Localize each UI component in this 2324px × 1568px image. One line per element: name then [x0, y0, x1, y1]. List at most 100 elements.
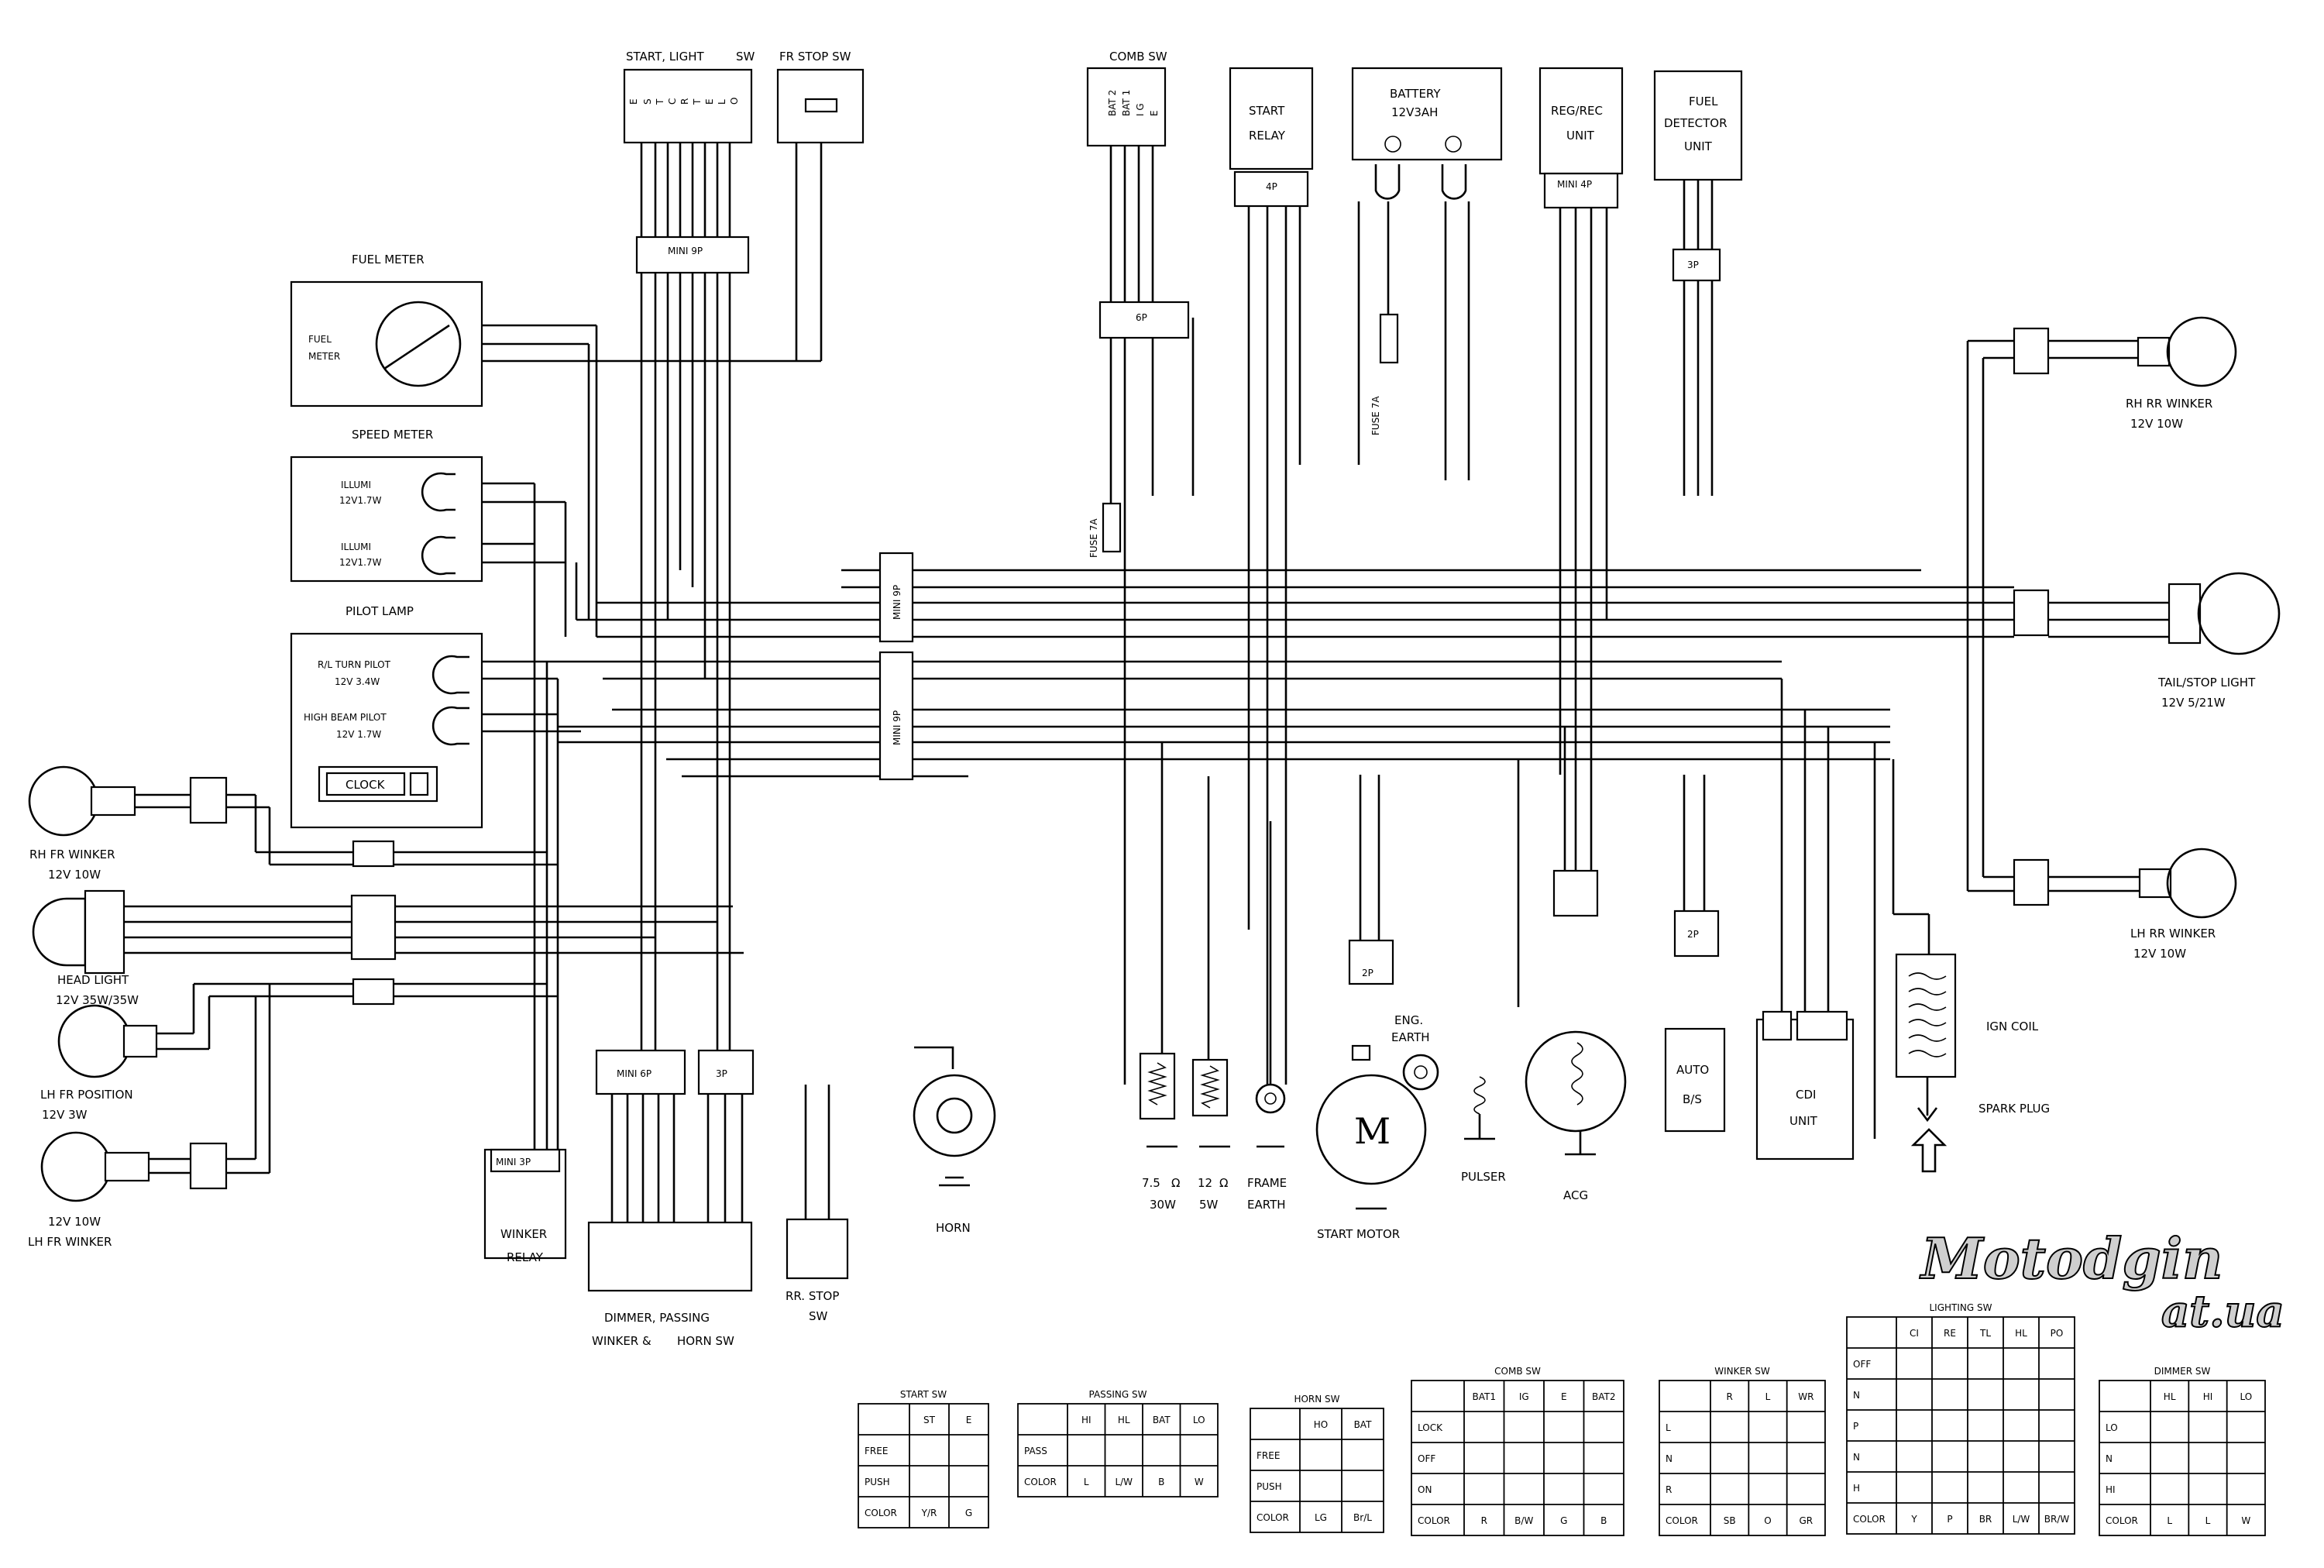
horn_sw-row-label: COLOR: [1257, 1512, 1289, 1523]
high-beam-spec: 12V 1.7W: [336, 729, 381, 740]
p3-connector: 3P: [716, 1068, 727, 1079]
svg-text:L: L: [717, 99, 727, 105]
comb_sw-color-cell: G: [1560, 1515, 1567, 1526]
svg-text:S: S: [642, 98, 653, 105]
fuel-det-label-3: UNIT: [1684, 139, 1713, 153]
horn_sw-title: HORN SW: [1294, 1394, 1339, 1405]
svg-text:E: E: [704, 98, 715, 105]
eng-earth-label-2: EARTH: [1391, 1030, 1430, 1044]
winker-relay-label-2: RELAY: [507, 1250, 544, 1264]
comb_sw-col-header: E: [1561, 1391, 1567, 1402]
horn_sw-col-header: BAT: [1354, 1419, 1373, 1430]
winker-relay: MINI 3P WINKER RELAY: [483, 1148, 567, 1264]
lighting_sw-row-label: N: [1853, 1452, 1860, 1463]
illumi-2-label: ILLUMI: [341, 542, 371, 552]
comb_sw-row-label: LOCK: [1418, 1422, 1443, 1433]
battery-label: BATTERY: [1390, 87, 1441, 101]
dimmer_sw-color-cell: L: [2205, 1515, 2211, 1526]
auto-bs: AUTO B/S 2P: [1664, 910, 1726, 1133]
comb_sw-row-label: COLOR: [1418, 1515, 1450, 1526]
lighting_sw-title: LIGHTING SW: [1930, 1302, 1992, 1313]
svg-text:BAT 1: BAT 1: [1121, 90, 1132, 116]
head-light: HEAD LIGHT 12V 35W/35W: [32, 889, 139, 1007]
dimmer-label-1: DIMMER, PASSING: [604, 1311, 710, 1325]
speed-meter-label: SPEED METER: [352, 428, 433, 442]
start-relay: START RELAY 4P: [1229, 67, 1314, 208]
dimmer_sw-title: DIMMER SW: [2154, 1366, 2211, 1377]
lh-fr-winker-spec: 12V 10W: [48, 1215, 101, 1229]
lighting_sw-col-header: CI: [1910, 1328, 1919, 1339]
lighting_sw-color-cell: BR: [1979, 1514, 1992, 1525]
fr-stop-sw-label: FR STOP SW: [779, 50, 851, 64]
lighting_sw-col-header: TL: [1979, 1328, 1991, 1339]
res-ohm-1: Ω: [1171, 1176, 1180, 1190]
rh-rr-winker-spec: 12V 10W: [2130, 417, 2183, 431]
horn-label: HORN: [936, 1221, 971, 1235]
lighting_sw-color-cell: BR/W: [2044, 1514, 2070, 1525]
res-7-5: 7.5: [1142, 1176, 1160, 1190]
dimmer_sw-row-label: LO: [2106, 1422, 2118, 1433]
dimmer_sw-col-header: LO: [2240, 1391, 2252, 1402]
svg-text:C: C: [667, 98, 678, 105]
start-light-sw-label: START, LIGHT: [626, 50, 704, 64]
regrec-label-1: REG/REC: [1551, 104, 1603, 118]
tail-stop-spec: 12V 5/21W: [2161, 696, 2226, 710]
start-relay-label-2: RELAY: [1249, 129, 1286, 143]
lighting_sw-col-header: HL: [2015, 1328, 2027, 1339]
start_sw-row-label: FREE: [865, 1446, 888, 1456]
ign-coil: IGN COIL SPARK PLUG: [1895, 953, 2050, 1173]
rr-stop-label-1: RR. STOP: [786, 1289, 839, 1303]
res-5w: 5W: [1199, 1198, 1219, 1212]
winker_sw-col-header: L: [1765, 1391, 1771, 1402]
pilot-lamp-label: PILOT LAMP: [346, 604, 414, 618]
acg: ACG: [1525, 869, 1627, 1202]
dimmer_sw-row-label: COLOR: [2106, 1515, 2138, 1526]
winker_sw-color-cell: SB: [1724, 1515, 1736, 1526]
horn_sw-row-label: FREE: [1257, 1450, 1280, 1461]
fuse-7a-right-label: FUSE 7A: [1370, 396, 1381, 435]
lighting_sw-row-label: P: [1853, 1421, 1858, 1432]
logo-line-2: at.ua: [2161, 1286, 2284, 1337]
mini-9p-top-label: MINI 9P: [668, 246, 703, 256]
fuel-detector-unit: FUEL DETECTOR UNIT 3P: [1653, 70, 1743, 282]
dimmer-label-3: HORN SW: [677, 1334, 734, 1348]
pulser-label: PULSER: [1461, 1170, 1506, 1184]
pulser: PULSER: [1461, 1076, 1506, 1184]
lighting_sw-color-cell: L/W: [2013, 1514, 2030, 1525]
lighting_sw-col-header: RE: [1944, 1328, 1956, 1339]
rr-stop-switch: RR. STOP SW: [786, 1218, 849, 1323]
dimmer_sw-row-label: HI: [2106, 1484, 2116, 1495]
svg-text:O: O: [729, 98, 740, 105]
lighting_sw-row-label: H: [1853, 1483, 1860, 1494]
wire-harness: [124, 143, 2169, 1222]
regrec-label-2: UNIT: [1566, 129, 1595, 143]
ign-coil-label: IGN COIL: [1986, 1020, 2039, 1033]
cdi-unit: CDI UNIT: [1755, 1010, 1855, 1161]
pilot-lamp: PILOT LAMP R/L TURN PILOT 12V 3.4W HIGH …: [290, 604, 483, 829]
comb-6p-label: 6P: [1136, 312, 1147, 323]
start_sw-color-cell: G: [965, 1508, 972, 1518]
rh-fr-winker-spec: 12V 10W: [48, 868, 101, 882]
head-light-label: HEAD LIGHT: [57, 973, 129, 987]
winker_sw-row-label: COLOR: [1666, 1515, 1698, 1526]
start-relay-connector: 4P: [1266, 181, 1277, 192]
center-9p-lower-label: MINI 9P: [892, 710, 902, 745]
head-light-spec: 12V 35W/35W: [56, 993, 139, 1007]
comb_sw-color-cell: B: [1600, 1515, 1607, 1526]
horn_sw-row-label: PUSH: [1257, 1481, 1282, 1492]
winker_sw-color-cell: GR: [1800, 1515, 1813, 1526]
illumi-1-label: ILLUMI: [341, 480, 371, 490]
high-beam-label: HIGH BEAM PILOT: [304, 712, 387, 723]
passing_sw-color-cell: L: [1084, 1477, 1089, 1487]
fuel-meter: FUEL METER FUEL METER: [290, 253, 483, 407]
mini-9p-top: MINI 9P: [635, 236, 750, 274]
svg-text:BAT 2: BAT 2: [1107, 90, 1118, 116]
reg-rec-unit: REG/REC UNIT MINI 4P: [1538, 67, 1624, 209]
start_sw-col-header: E: [966, 1415, 972, 1425]
center-mini-9p-upper: MINI 9P: [878, 552, 914, 643]
res-30w: 30W: [1150, 1198, 1176, 1212]
lh-rr-winker-spec: 12V 10W: [2133, 947, 2186, 961]
